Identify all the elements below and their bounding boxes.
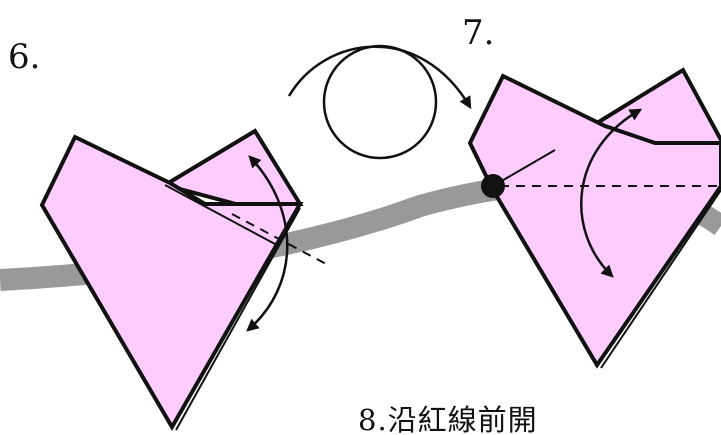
step-7-fold-arrow-icon	[580, 108, 643, 278]
step-7-label: 7.	[462, 13, 495, 53]
step-7-heart	[467, 67, 721, 369]
step-8-caption: 8.沿紅線前開	[358, 403, 538, 435]
turn-over-circle	[322, 44, 438, 160]
pivot-dot-icon	[481, 174, 505, 198]
step-7-edge-shadow	[600, 189, 721, 369]
step-7-main-body	[467, 73, 721, 369]
turn-over-arc-arrow	[287, 45, 472, 110]
step-6-fold-arrow-icon	[246, 155, 289, 332]
step-6-main-body	[39, 134, 304, 431]
step-6-heart	[39, 128, 329, 431]
step-6-label: 6.	[8, 37, 41, 77]
turn-over-arrow-icon	[287, 44, 472, 160]
step-6-edge-shadow	[175, 207, 301, 431]
